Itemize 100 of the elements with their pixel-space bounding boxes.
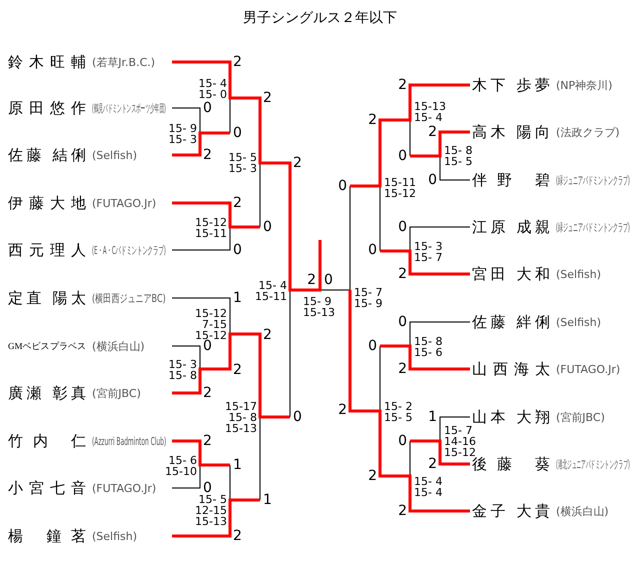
game-count: 1 bbox=[233, 458, 242, 472]
game-score: 15-13 bbox=[225, 422, 257, 434]
player-name: 山西海太 bbox=[472, 360, 550, 378]
game-score: 15-12 bbox=[444, 446, 476, 458]
player-name: 竹内 仁 bbox=[8, 432, 86, 450]
game-count: 0 bbox=[398, 220, 407, 234]
game-score: 15-10 bbox=[165, 466, 197, 476]
club-name: (若草Jr.B.C.) bbox=[92, 54, 156, 70]
game-score: 15- 7 bbox=[414, 252, 442, 262]
game-count: 2 bbox=[428, 457, 437, 471]
game-score: 15- 3 bbox=[228, 162, 257, 174]
game-count: 0 bbox=[324, 273, 333, 287]
game-score: 15- 3 bbox=[414, 240, 442, 252]
game-count: 1 bbox=[263, 493, 272, 507]
game-score: 15- 6 bbox=[168, 454, 197, 466]
game-count: 2 bbox=[398, 504, 407, 518]
club-name: (横浜白山) bbox=[556, 504, 609, 518]
club-name: (FUTAGO.Jr) bbox=[92, 482, 156, 494]
game-score: 15- 8 bbox=[228, 412, 257, 422]
club-name: (横田西ジュニアBC) bbox=[92, 290, 166, 306]
club-name: (FUTAGO.Jr) bbox=[92, 196, 156, 210]
game-count: 0 bbox=[368, 339, 377, 353]
player-name: 鈴木旺輔 bbox=[8, 54, 86, 72]
game-score: 15-13 bbox=[195, 516, 227, 526]
club-name: (鶴見バドミントンスポーツ少年団) bbox=[92, 100, 166, 116]
game-count: 2 bbox=[398, 267, 407, 281]
game-count: 0 bbox=[203, 339, 212, 353]
game-score: 15- 4 bbox=[414, 486, 442, 498]
club-name: (Selfish) bbox=[556, 268, 602, 280]
game-count: 0 bbox=[263, 220, 272, 234]
club-name: (Azzurri Badminton Club) bbox=[92, 434, 166, 448]
player-name: 木下 歩夢 bbox=[472, 76, 550, 94]
player-name: 廣瀬 彰真 bbox=[8, 384, 86, 402]
game-score: 15- 3 bbox=[168, 134, 197, 144]
game-score: 15-12 bbox=[195, 308, 227, 318]
game-score: 15- 2 bbox=[384, 400, 412, 412]
club-name: (緑ジュニアバドミントンクラブ) bbox=[556, 220, 630, 234]
club-name: (Selfish) bbox=[92, 148, 138, 162]
game-score: 15- 5 bbox=[228, 152, 257, 162]
player-name: GMベビスプラベス bbox=[8, 340, 86, 352]
game-score: 15- 8 bbox=[414, 336, 442, 346]
game-count: 2 bbox=[263, 91, 272, 105]
game-count: 0 bbox=[203, 481, 212, 495]
game-count: 0 bbox=[233, 243, 242, 257]
game-count: 2 bbox=[203, 434, 212, 448]
game-count: 2 bbox=[203, 148, 212, 162]
game-count: 0 bbox=[428, 173, 437, 187]
club-name: (法政クラブ) bbox=[556, 124, 620, 140]
player-name: 西元理人 bbox=[8, 242, 86, 260]
game-score: 15- 9 bbox=[354, 298, 382, 308]
player-name: 山本 大翔 bbox=[472, 408, 550, 426]
game-score: 15- 0 bbox=[198, 88, 227, 100]
player-name: 後藤 葵 bbox=[472, 456, 550, 474]
game-score: 15-11 bbox=[384, 176, 416, 188]
game-count: 1 bbox=[233, 291, 242, 305]
title: 男子シングルス２年以下 bbox=[242, 11, 398, 25]
player-name: 定直 陽太 bbox=[8, 289, 86, 308]
club-name: (宮前JBC) bbox=[556, 410, 605, 424]
player-name: 佐藤 結俐 bbox=[8, 146, 86, 164]
club-name: (横浜白山) bbox=[92, 338, 145, 354]
game-score: 15- 8 bbox=[168, 370, 197, 380]
game-count: 2 bbox=[233, 55, 242, 69]
game-score: 15-11 bbox=[255, 290, 287, 302]
game-score: 15-13 bbox=[414, 100, 446, 112]
game-count: 0 bbox=[398, 149, 407, 163]
game-score: 14-16 bbox=[444, 436, 476, 446]
game-score: 15- 9 bbox=[168, 122, 197, 134]
game-count: 2 bbox=[428, 125, 437, 139]
game-count: 0 bbox=[368, 243, 377, 257]
game-score: 15- 4 bbox=[414, 112, 442, 122]
club-name: (NP神奈川) bbox=[556, 78, 612, 92]
player-name: 小宮七音 bbox=[8, 479, 86, 498]
game-score: 15- 5 bbox=[384, 412, 412, 422]
player-name: 楊 鐘茗 bbox=[8, 528, 86, 546]
game-score: 15-12 bbox=[384, 188, 416, 198]
game-count: 0 bbox=[203, 101, 212, 115]
game-count: 0 bbox=[233, 126, 242, 140]
club-name: (宮前JBC) bbox=[92, 386, 141, 400]
club-name: (E・A・Cバドミントンクラブ) bbox=[92, 242, 166, 258]
game-score: 12-15 bbox=[195, 504, 227, 516]
player-name: 高木 陽向 bbox=[472, 123, 550, 142]
game-score: 15- 5 bbox=[444, 156, 472, 166]
game-score: 15- 7 bbox=[444, 424, 472, 436]
club-name: (港北ジュニアバドミントンクラブ) bbox=[556, 456, 630, 472]
game-score: 15- 6 bbox=[414, 346, 442, 358]
game-count: 2 bbox=[233, 196, 242, 210]
club-name: (Selfish) bbox=[556, 316, 602, 328]
game-score: 15- 4 bbox=[414, 476, 442, 486]
player-name: 佐藤 絆俐 bbox=[472, 314, 550, 332]
game-count: 2 bbox=[233, 363, 242, 377]
game-score: 15-12 bbox=[195, 330, 227, 340]
game-count: 2 bbox=[398, 362, 407, 376]
game-score: 15- 7 bbox=[354, 286, 382, 298]
game-score: 15-11 bbox=[195, 228, 227, 238]
game-count: 0 bbox=[338, 179, 347, 193]
game-score: 15- 5 bbox=[198, 494, 227, 504]
game-count: 2 bbox=[398, 78, 407, 92]
player-name: 江原 成親 bbox=[472, 218, 550, 236]
game-score: 15-12 bbox=[195, 216, 227, 228]
game-count: 0 bbox=[293, 410, 302, 424]
